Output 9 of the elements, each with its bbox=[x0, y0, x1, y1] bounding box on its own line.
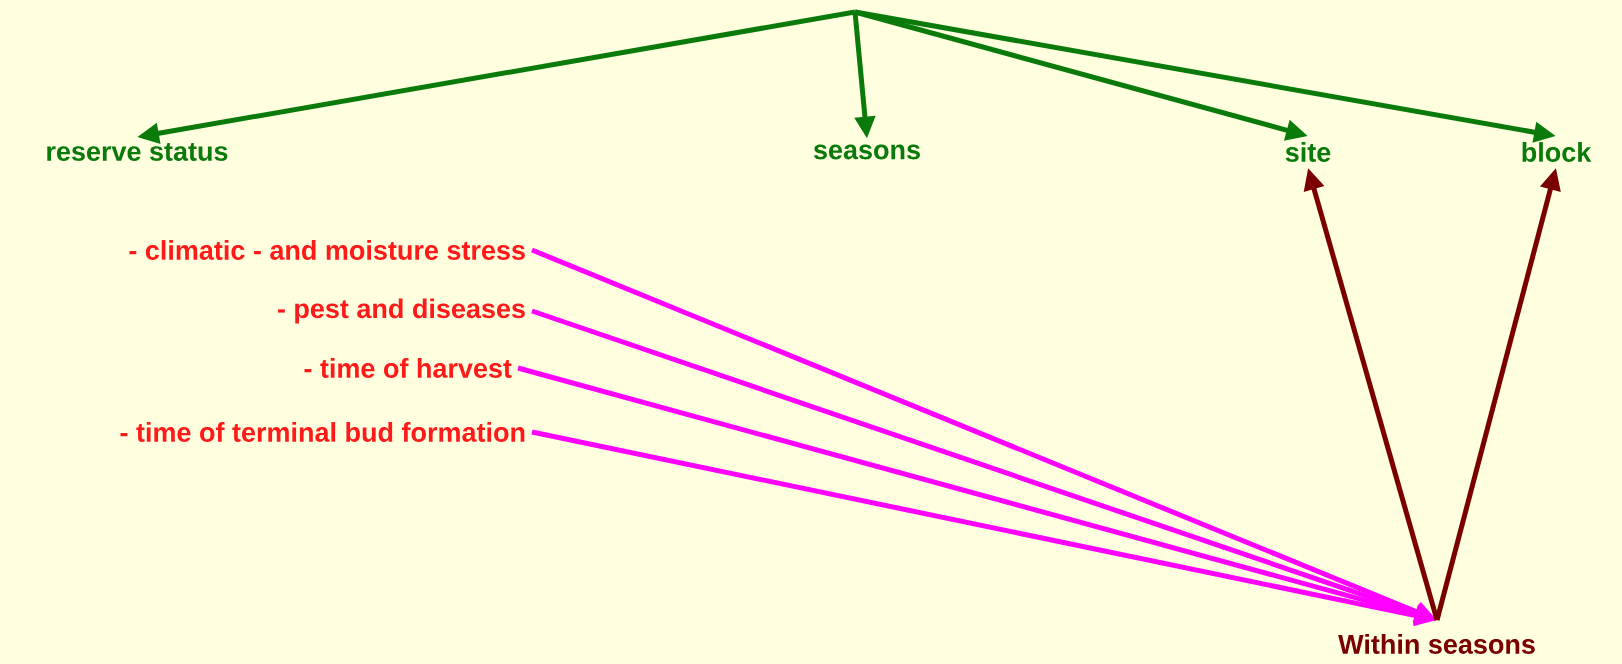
node-label: - time of terminal bud formation bbox=[120, 422, 525, 442]
node-label: site bbox=[1285, 142, 1331, 162]
node-label: - pest and diseases bbox=[277, 298, 525, 324]
node-label: seasons bbox=[813, 144, 920, 160]
node-label: - time of harvest bbox=[304, 358, 512, 378]
node-label: - climatic - and moisture stress bbox=[129, 240, 525, 260]
node-label: block bbox=[1522, 142, 1592, 162]
node-label: Within seasons bbox=[1338, 634, 1535, 654]
node-label: reserve status bbox=[47, 143, 228, 161]
